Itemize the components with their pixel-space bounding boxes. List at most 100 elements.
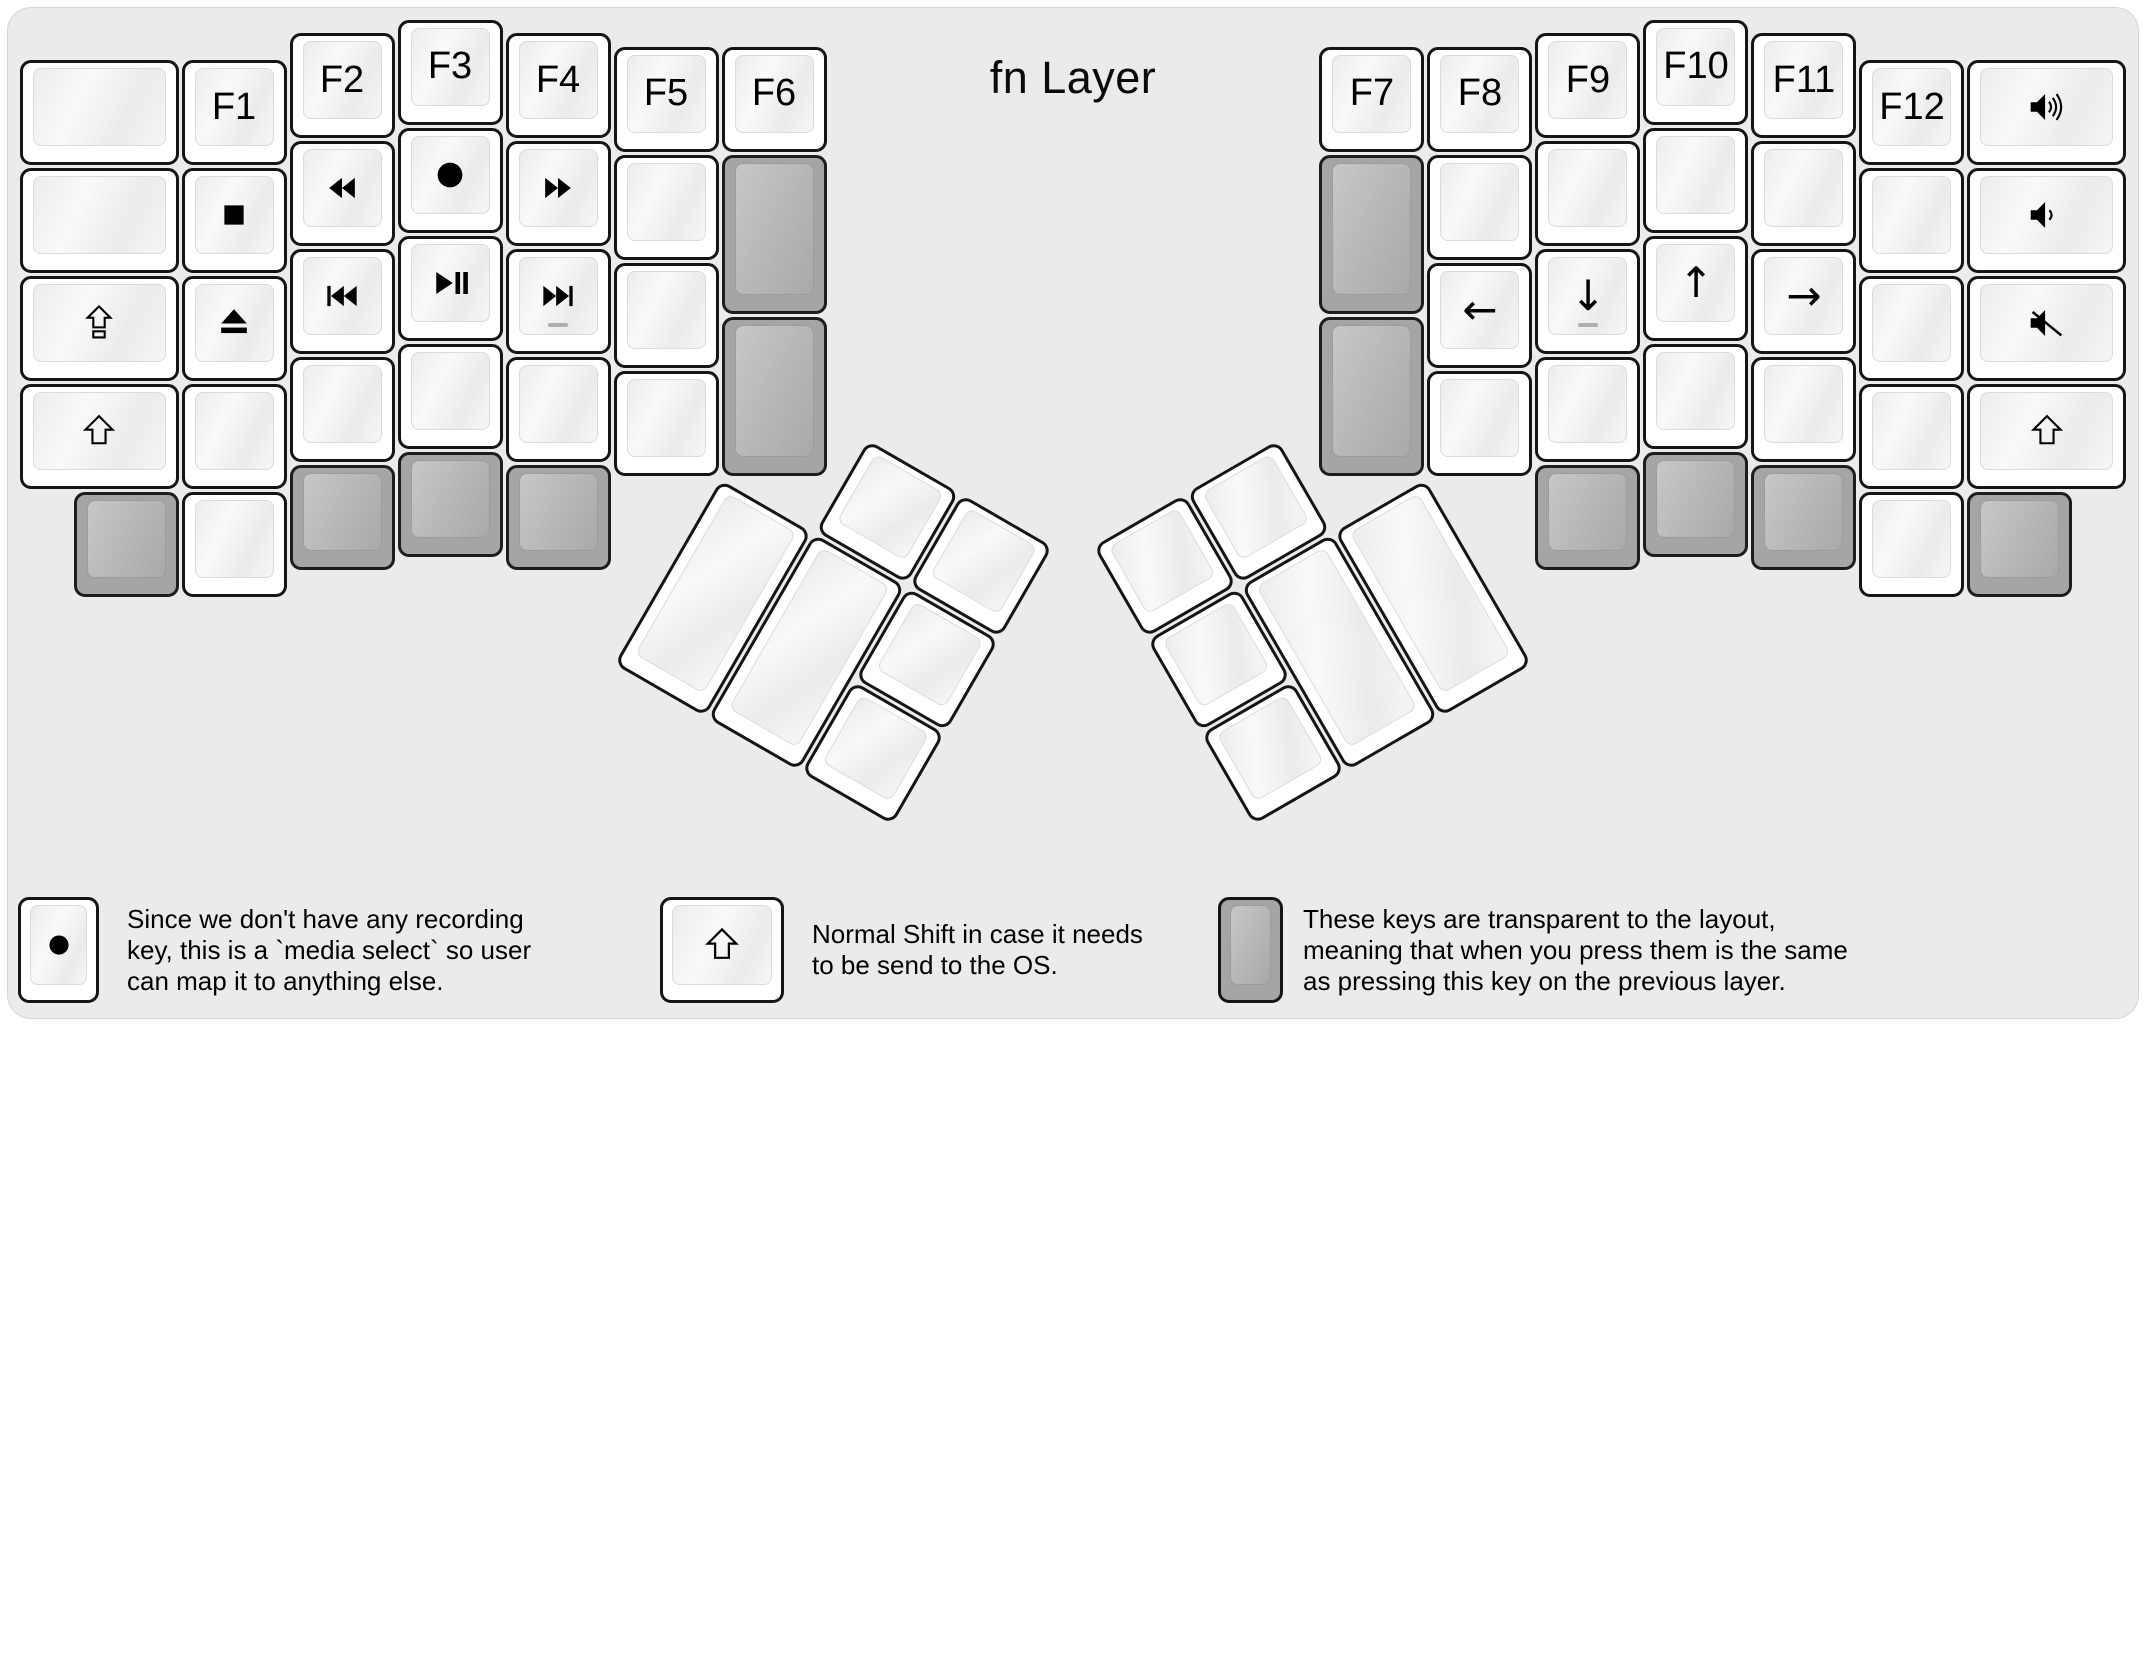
key-label: F9: [1565, 58, 1611, 101]
key-blank[interactable]: [1859, 276, 1965, 381]
eject-icon: [212, 301, 256, 345]
key-label: F5: [643, 72, 689, 114]
key-f9[interactable]: F9: [1535, 33, 1641, 138]
key-label: F3: [427, 45, 473, 87]
key-shift[interactable]: [19, 384, 179, 489]
key-transparent[interactable]: [505, 465, 611, 570]
stop-icon: [212, 193, 256, 237]
key-blank[interactable]: [1859, 492, 1965, 597]
key-volume-up[interactable]: [1967, 60, 2127, 165]
key-transparent[interactable]: [1751, 465, 1857, 570]
key-blank[interactable]: [1751, 141, 1857, 246]
key-blank[interactable]: [1427, 370, 1533, 476]
key-blank[interactable]: [707, 533, 906, 771]
key-blank[interactable]: [815, 439, 960, 583]
key-blank[interactable]: [1093, 493, 1237, 637]
key-f3[interactable]: F3: [397, 19, 503, 125]
key-blank[interactable]: [613, 262, 719, 368]
key-blank[interactable]: [1643, 343, 1749, 449]
key-blank[interactable]: [855, 587, 999, 731]
key-prev-track[interactable]: [289, 249, 395, 354]
key-blank[interactable]: [19, 168, 179, 273]
key-blank[interactable]: [801, 680, 945, 825]
key-transparent[interactable]: [1535, 465, 1641, 570]
prev-track-icon: [320, 274, 364, 318]
key-f11[interactable]: F11: [1751, 33, 1857, 138]
key-f2[interactable]: F2: [289, 33, 395, 138]
key-blank[interactable]: [505, 357, 611, 462]
key-caps-lock[interactable]: [19, 276, 179, 381]
key-fast-forward[interactable]: [505, 141, 611, 246]
volume-down-icon: [2024, 192, 2070, 238]
key-transparent[interactable]: [1319, 154, 1425, 314]
record-icon: [428, 153, 472, 197]
key-f1[interactable]: F1: [181, 60, 287, 165]
key-↑[interactable]: ↑: [1643, 235, 1749, 341]
key-transparent[interactable]: [397, 451, 503, 557]
key-blank[interactable]: [1751, 357, 1857, 462]
key-label: F7: [1349, 72, 1395, 114]
key-blank[interactable]: [1535, 357, 1641, 462]
key-label: ↓: [1570, 271, 1606, 320]
key-blank[interactable]: [1859, 384, 1965, 489]
key-shift[interactable]: [1967, 384, 2127, 489]
key-label: →: [1786, 271, 1822, 320]
key-label: F6: [751, 72, 797, 114]
key-label: F1: [211, 85, 257, 128]
key-transparent[interactable]: [1967, 492, 2073, 597]
key-eject[interactable]: [181, 276, 287, 381]
key-blank[interactable]: [1334, 479, 1532, 717]
key-blank[interactable]: [181, 384, 287, 489]
key-→[interactable]: →: [1751, 249, 1857, 354]
key-f5[interactable]: F5: [613, 46, 719, 152]
key-blank[interactable]: [1427, 154, 1533, 260]
key-↓[interactable]: ↓: [1535, 249, 1641, 354]
key-blank[interactable]: [1201, 680, 1345, 825]
key-volume-down[interactable]: [1967, 168, 2127, 273]
volume-up-icon: [2024, 84, 2070, 130]
key-mute[interactable]: [1967, 276, 2127, 381]
key-blank[interactable]: [1643, 127, 1749, 233]
key-transparent[interactable]: [1643, 451, 1749, 557]
key-blank[interactable]: [397, 343, 503, 449]
key-label: F12: [1879, 85, 1945, 128]
key-blank[interactable]: [613, 370, 719, 476]
caps-lock-icon: [78, 302, 120, 344]
key-f6[interactable]: F6: [721, 46, 827, 152]
key-blank[interactable]: [909, 493, 1053, 637]
key-transparent[interactable]: [721, 154, 827, 314]
key-f7[interactable]: F7: [1319, 46, 1425, 152]
key-record[interactable]: [397, 127, 503, 233]
key-blank[interactable]: [181, 492, 287, 597]
key-transparent[interactable]: [721, 316, 827, 476]
key-transparent[interactable]: [73, 492, 179, 597]
next-track-icon: [536, 274, 580, 318]
key-play-pause[interactable]: [397, 235, 503, 341]
key-label: F11: [1772, 58, 1836, 101]
key-←[interactable]: ←: [1427, 262, 1533, 368]
key-blank[interactable]: [1240, 533, 1439, 771]
key-blank[interactable]: [289, 357, 395, 462]
key-label: ←: [1462, 284, 1498, 334]
key-label: F8: [1457, 72, 1503, 114]
key-transparent[interactable]: [289, 465, 395, 570]
key-f4[interactable]: F4: [505, 33, 611, 138]
key-f10[interactable]: F10: [1643, 19, 1749, 125]
fast-forward-icon: [536, 166, 580, 210]
key-f12[interactable]: F12: [1859, 60, 1965, 165]
key-stop[interactable]: [181, 168, 287, 273]
key-blank[interactable]: [1535, 141, 1641, 246]
key-blank[interactable]: [614, 479, 812, 717]
key-transparent[interactable]: [1319, 316, 1425, 476]
page-title: fn Layer: [989, 52, 1157, 103]
key-blank[interactable]: [613, 154, 719, 260]
key-blank[interactable]: [1186, 439, 1331, 583]
homing-bar: [1577, 323, 1598, 327]
key-rewind[interactable]: [289, 141, 395, 246]
key-blank[interactable]: [1859, 168, 1965, 273]
play-pause-icon: [428, 261, 472, 305]
key-f8[interactable]: F8: [1427, 46, 1533, 152]
key-next-track[interactable]: [505, 249, 611, 354]
key-blank[interactable]: [1147, 587, 1291, 731]
key-blank[interactable]: [19, 60, 179, 165]
